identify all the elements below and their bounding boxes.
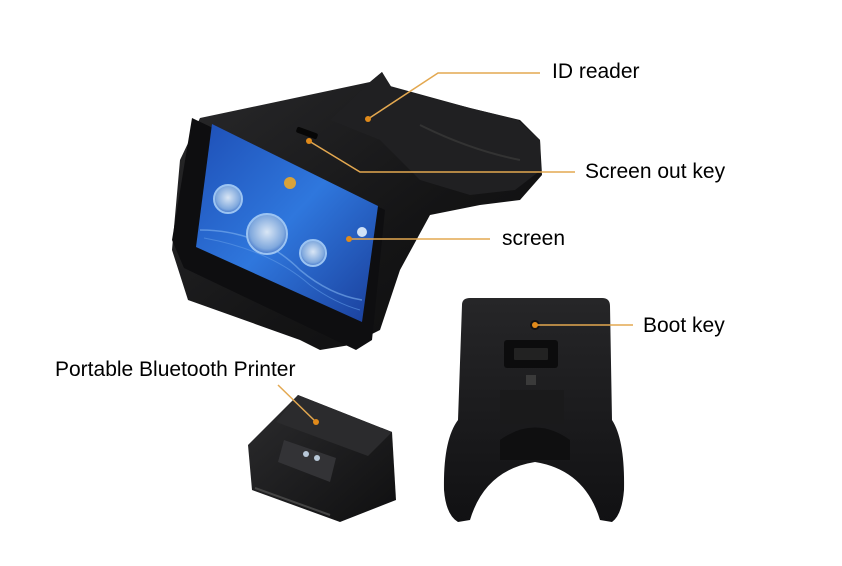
callout-id-reader: [367, 72, 540, 120]
screen-emblem-icon: [284, 177, 296, 189]
callout-lines: [277, 72, 633, 425]
main-device: [172, 72, 542, 350]
screen-app-icon-main: [246, 213, 288, 255]
screen-settings-icon: [357, 227, 367, 237]
callout-printer: [277, 384, 317, 423]
label-id-reader: ID reader: [552, 60, 640, 83]
callout-screen-out-key: [308, 140, 575, 173]
screen-app-icon-card: [213, 184, 243, 214]
screen-display: [196, 124, 378, 322]
label-boot-key: Boot key: [643, 314, 725, 337]
label-screen-out-key: Screen out key: [585, 160, 726, 183]
bluetooth-printer: [248, 395, 396, 522]
label-screen: screen: [502, 227, 566, 250]
label-printer: Portable Bluetooth Printer: [55, 358, 296, 381]
back-view-device: [443, 298, 625, 522]
screen-app-icon-hand: [299, 239, 327, 267]
screen-out-key: [296, 126, 318, 140]
